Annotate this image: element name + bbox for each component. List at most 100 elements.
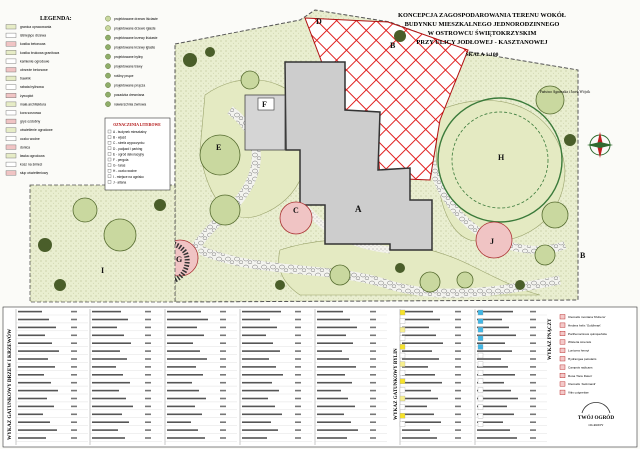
legend-swatch <box>5 75 17 81</box>
table-cell-text-mark <box>317 350 342 352</box>
legend-right-symbol <box>105 72 111 79</box>
table-cell-text-mark <box>317 358 349 360</box>
table-cell-count-mark <box>71 342 77 344</box>
legend-swatch <box>5 50 17 55</box>
climber-item: Campsis radicans <box>568 365 593 369</box>
table-cell-text-mark <box>167 310 201 313</box>
table-cell-count-mark <box>370 437 376 439</box>
table-cell-count-mark <box>530 326 536 329</box>
climbers-title: WYKAZ PNĄCZY <box>548 318 553 360</box>
map-label-a: A <box>355 204 362 214</box>
table-cell-count-mark <box>220 326 226 329</box>
table-cell-text-mark <box>92 310 121 313</box>
circle-patio-j <box>475 221 513 259</box>
stone-path-south <box>198 245 561 298</box>
table-cell-count-mark <box>295 381 301 384</box>
legend-right-item: projektowane krzewy liściaste <box>114 36 158 40</box>
table-cell-count-mark <box>295 310 301 313</box>
title-line-3: W OSTROWCU ŚWIĘTOKRZYSKIM <box>428 29 537 37</box>
climber-marker <box>559 314 566 320</box>
table-cell-text-mark <box>402 366 428 368</box>
table-cell-text-mark <box>317 342 353 344</box>
legend-item: kostka betonowa <box>20 42 46 46</box>
table-cell-text-mark <box>242 389 279 392</box>
legend-swatch <box>5 161 17 167</box>
color-marker <box>477 309 484 316</box>
map-label-f: F <box>262 100 267 109</box>
legend-item: mała architektura <box>20 102 46 106</box>
table-cell-count-mark <box>220 405 226 408</box>
table-cell-text-mark <box>477 366 508 368</box>
table-cell-text-mark <box>18 342 52 344</box>
table-cell-count-mark <box>220 421 226 423</box>
climber-item: Clematis 'Jackmanii' <box>568 382 596 386</box>
perennial-color-marker <box>399 378 406 384</box>
table-cell-count-mark <box>145 358 151 360</box>
table-cell-text-mark <box>317 429 358 431</box>
table-cell-text-mark <box>477 397 518 400</box>
table-cell-text-mark <box>92 389 119 392</box>
table-cell-count-mark <box>71 381 77 384</box>
table-cell-count-mark <box>530 310 536 313</box>
table-cell-count-mark <box>145 318 151 321</box>
table-cell-text-mark <box>242 374 283 376</box>
table-cell-text-mark <box>18 381 51 384</box>
pergola <box>257 97 275 111</box>
legend-swatch <box>5 84 17 90</box>
legend-swatch <box>5 93 17 99</box>
table-cell-text-mark <box>477 421 503 423</box>
table-cell-text-mark <box>18 374 44 376</box>
table-cell-text-mark <box>477 350 512 352</box>
climber-rows: Clematis montana 'Rubens'Hedera helix 'G… <box>559 314 607 395</box>
table-cell-text-mark <box>167 397 206 400</box>
table-cell-text-mark <box>242 421 271 423</box>
table-cell-text-mark <box>242 310 281 313</box>
table-cell-text-mark <box>402 318 440 321</box>
table-cell-text-mark <box>242 397 268 400</box>
table-cell-count-mark <box>530 366 536 368</box>
table-cell-count-mark <box>370 310 376 313</box>
color-marker <box>477 395 484 402</box>
zone-swatch <box>107 146 112 150</box>
legend-title: LEGENDA: <box>40 16 72 22</box>
table-cell-text-mark <box>242 429 278 431</box>
table-cell-count-mark <box>220 366 226 368</box>
table-cell-text-mark <box>402 389 431 392</box>
map-label-i: I <box>101 266 104 275</box>
table-cell-count-mark <box>145 374 151 376</box>
perennial-color-marker <box>399 421 406 427</box>
legend-item: kora sosnowa <box>20 111 41 115</box>
zone-item: A - budynek mieszkalny <box>113 130 147 134</box>
legend-swatch <box>5 101 17 107</box>
title-block: KONCEPCJA ZAGOSPODAROWANIA TERENU WOKÓŁ … <box>398 11 613 158</box>
table-cell-count-mark <box>220 318 226 321</box>
plant-list-title: WYKAZ GATUNKOWY DRZEW I KRZEWÓW <box>5 328 13 440</box>
perennial-color-marker <box>399 413 406 419</box>
table-cell-text-mark <box>167 358 207 360</box>
table-cell-text-mark <box>92 358 127 360</box>
zone-swatch <box>107 157 112 162</box>
color-marker <box>477 335 484 341</box>
table-cell-count-mark <box>455 374 461 376</box>
map-label-b-right: B <box>580 251 586 260</box>
legend-right-items: projektowane drzewo liściasteprojektowan… <box>105 15 158 107</box>
table-cell-count-mark <box>295 397 301 400</box>
table-cell-count-mark <box>220 397 226 400</box>
table-cell-count-mark <box>71 374 77 376</box>
table-cell-count-mark <box>295 334 301 337</box>
perennial-color-marker <box>399 361 406 367</box>
legend-right-item: posadzka drewniana <box>114 93 144 97</box>
climber-item: Clematis montana 'Rubens' <box>568 315 606 319</box>
table-cell-text-mark <box>242 366 276 368</box>
zone-item: H - oczko wodne <box>113 169 137 173</box>
perennial-color-marker <box>399 318 406 324</box>
perennial-color-marker <box>399 395 406 402</box>
table-cell-count-mark <box>145 366 151 368</box>
table-cell-text-mark <box>242 334 266 337</box>
legend-swatch <box>5 24 17 30</box>
table-cell-text-mark <box>242 326 277 329</box>
legend-item: żywopłot <box>20 94 33 98</box>
table-cell-text-mark <box>402 310 433 313</box>
